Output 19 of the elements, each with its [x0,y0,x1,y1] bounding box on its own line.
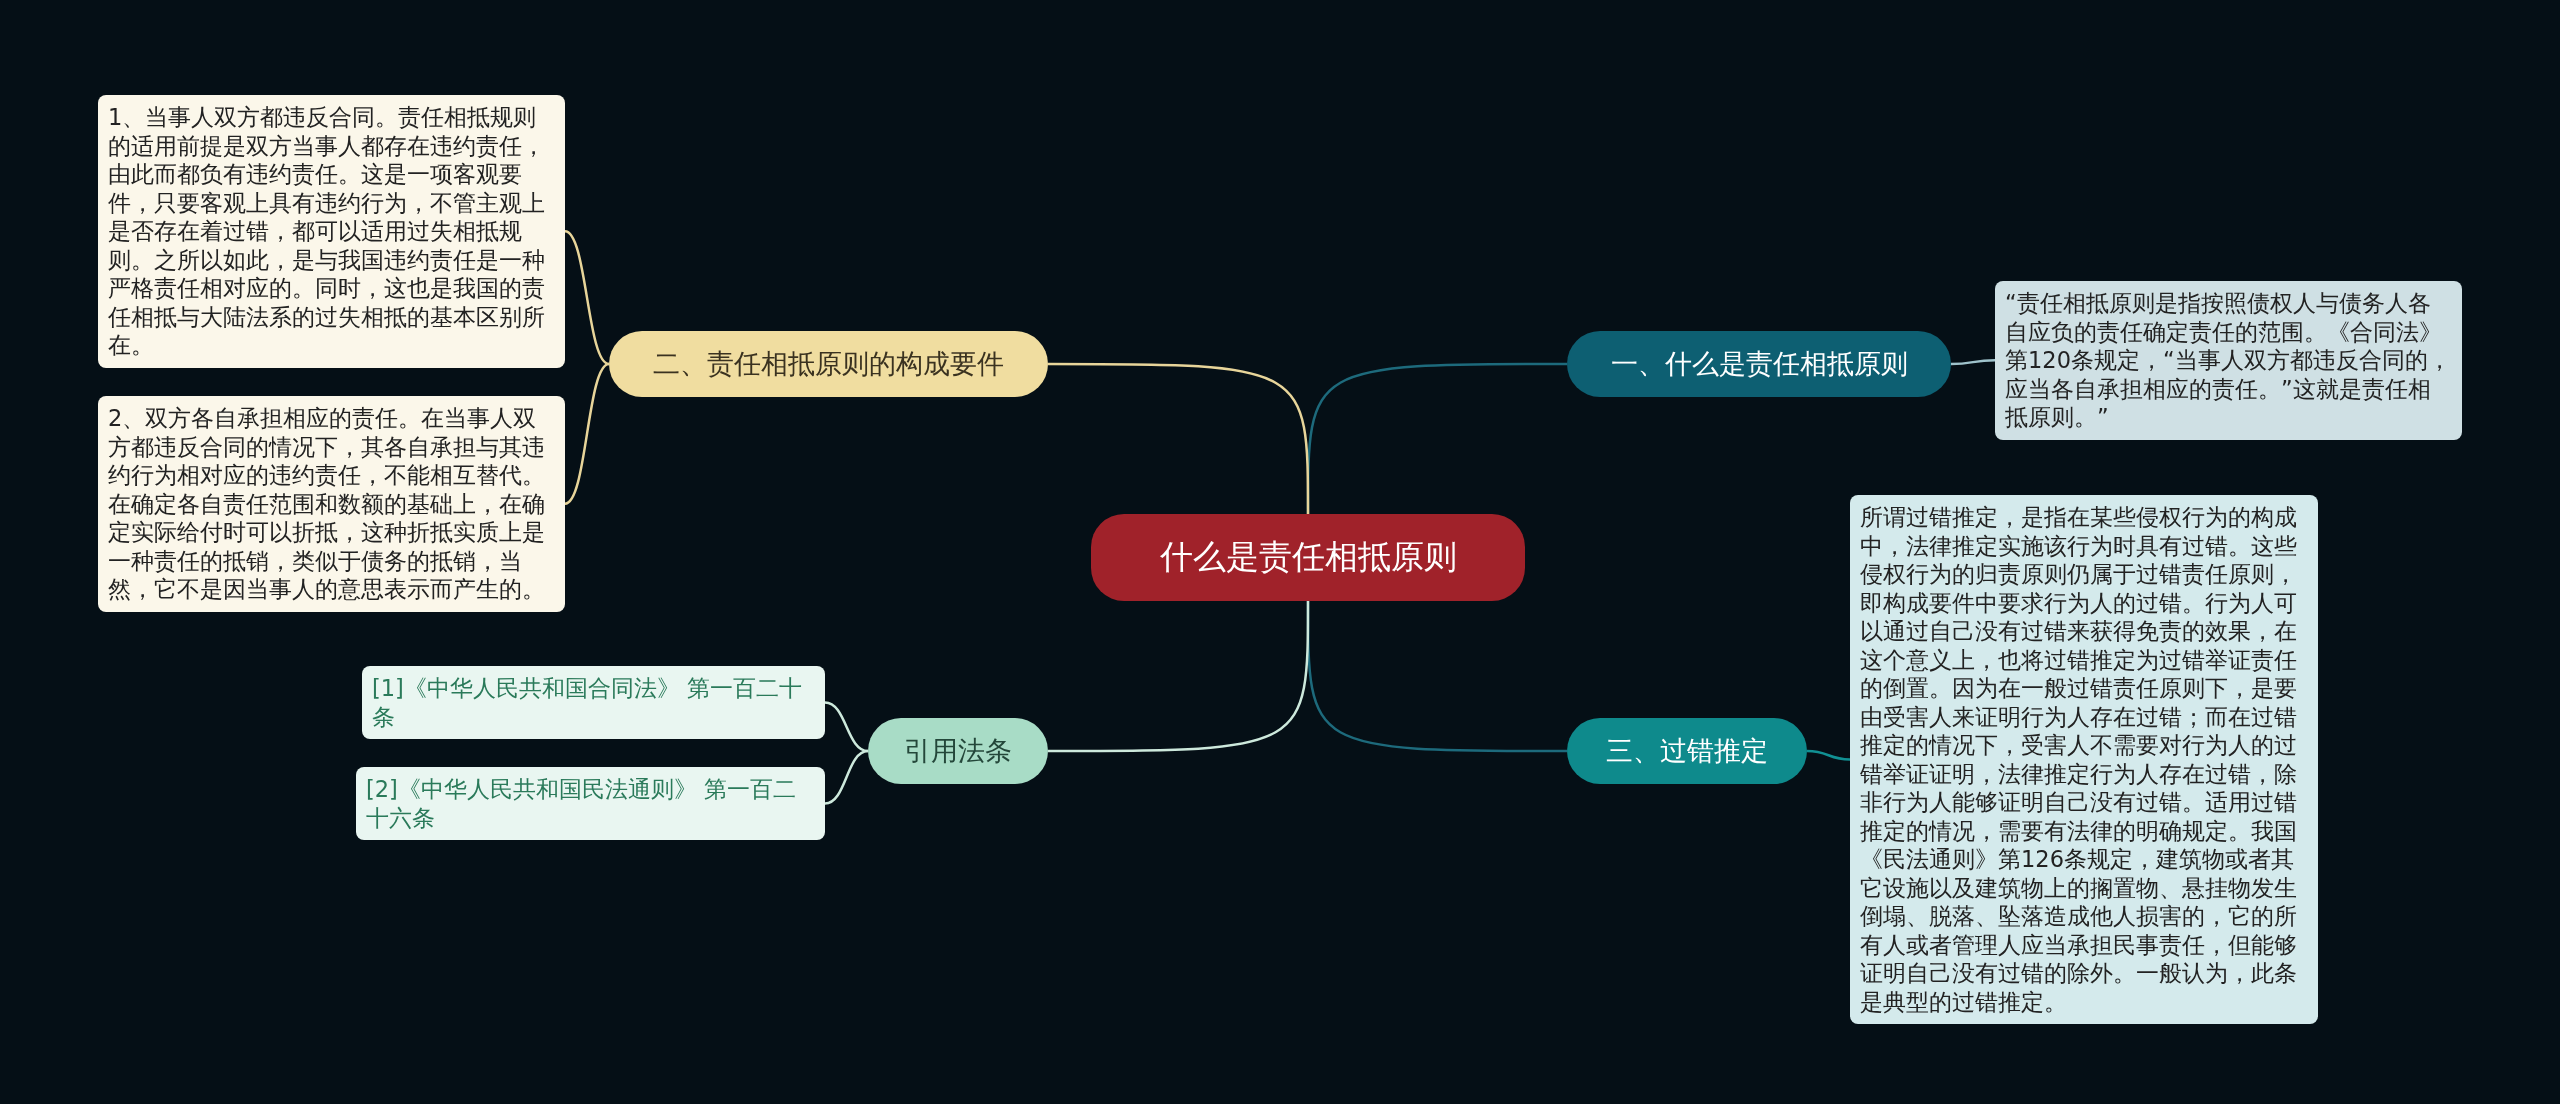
reference-card: [1]《中华人民共和国合同法》 第一百二十条 [362,666,825,739]
connector-line [1048,601,1310,753]
topic-box: 三、过错推定 [1567,718,1807,784]
text-card: 所谓过错推定，是指在某些侵权行为的构成中，法律推定实施该行为时具有过错。这些侵权行为的归责原则仍属于过错责任原则，即构成要件中要求行为人的过错。行为人可以通过自己没有过错来获得免责的效果，在这个意义上，也将过错推定为过错举证责任的倒置。因为在一般过错责任原则下，是要由受害人来证明行为人存在过错；而在过错推定的情况下，受害人不需要对行为人的过错举证证明，法律推定行为人存在过错，除非行为人能够证明自己没有过错。适用过错推定的情况，需要有法律的明确规定。我国《民法通则》第126条规定，建筑物或者其它设施以及建筑物上的搁置物、悬挂物发生倒塌、脱落、坠落造成他人损害的，它的所有人或者管理人应当承担民事责任，但能够证明自己没有过错的除外。一般认为，此条是典型的过错推定。 [1850,495,2318,1024]
topic-box: 二、责任相抵原则的构成要件 [609,331,1048,397]
connector-line [824,749,869,805]
text-card: “责任相抵原则是指按照债权人与债务人各自应负的责任确定责任的范围。《合同法》第120条规定，“当事人双方都违反合同的，应当各自承担相应的责任。”这就是责任相抵原则。” [1995,281,2462,440]
connector-line [824,701,869,753]
topic-box: 引用法条 [868,718,1048,784]
connector-line [1951,359,1995,366]
reference-card: [2]《中华人民共和国民法通则》 第一百二十六条 [356,767,825,840]
topic-box: 一、什么是责任相抵原则 [1567,331,1951,397]
text-card: 1、当事人双方都违反合同。责任相抵规则的适用前提是双方当事人都存在违约责任，由此而都负有违约责任。这是一项客观要件，只要客观上具有违约行为，不管主观上是否存在着过错，都可以适用过失相抵规则。之所以如此，是与我国违约责任是一种严格责任相对应的。同时，这也是我国的责任相抵与大陆法系的过失相抵的基本区别所在。 [98,95,565,368]
connector-line [1048,362,1310,514]
connector-line [564,230,610,366]
connector-line [564,362,610,505]
connector-line [1806,749,1851,761]
text-card: 2、双方各自承担相应的责任。在当事人双方都违反合同的情况下，其各自承担与其违约行为相对应的违约责任，不能相互替代。在确定各自责任范围和数额的基础上，在确定实际给付时可以折抵，这种折抵实质上是一种责任的抵销，类似于债务的抵销，当然，它不是因当事人的意思表示而产生的。 [98,396,565,612]
central-topic: 什么是责任相抵原则 [1091,514,1525,601]
